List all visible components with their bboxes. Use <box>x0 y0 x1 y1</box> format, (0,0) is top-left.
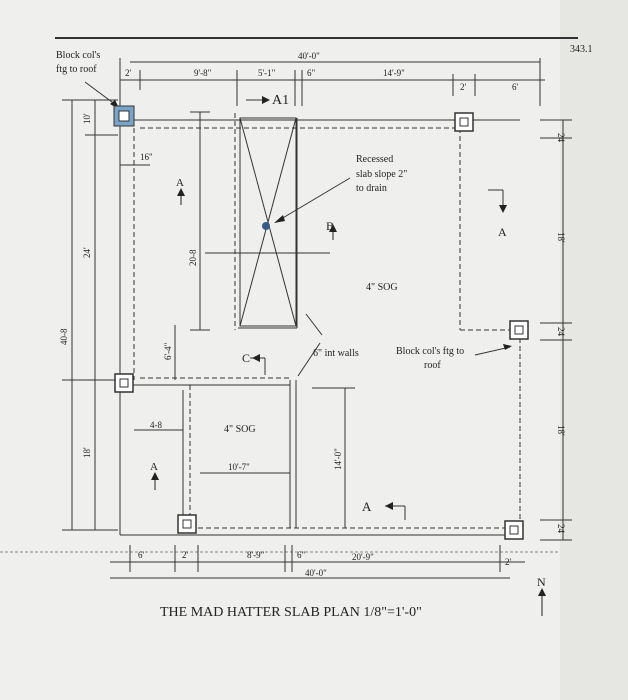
note-block-col-right-line1: Block col's ftg to <box>396 346 464 357</box>
dim-bottom-6: 6' <box>138 550 145 560</box>
dim-mid-6-4: 6'-4" <box>163 342 173 360</box>
block-column-bottom-right <box>504 520 524 540</box>
dim-bottom-8-9: 8'-9" <box>247 550 265 560</box>
note-int-walls: 6" int walls <box>313 348 359 359</box>
dim-right-18a: 18' <box>556 232 566 243</box>
note-sog-main: 4" SOG <box>366 282 398 293</box>
dim-mid-14-0: 14'-0" <box>333 448 343 470</box>
dim-right-2c: 24 <box>556 524 566 534</box>
dim-bottom-20-9: 20'-9" <box>352 552 374 562</box>
dim-top-6b: 6' <box>512 82 519 92</box>
note-recessed-line1: Recessed <box>356 154 393 165</box>
arrowhead-a-left-bottom <box>151 472 159 480</box>
dim-bottom-overall: 40'-0" <box>305 568 327 578</box>
section-mark-a1: A1 <box>272 93 289 108</box>
note-recessed-line3: to drain <box>356 183 387 194</box>
drawing-title: THE MAD HATTER SLAB PLAN 1/8"=1'-0" <box>160 605 422 620</box>
arrowhead-recessed <box>274 215 285 223</box>
dim-top-2b: 2' <box>460 82 467 92</box>
note-recessed-line2: slab slope 2" <box>356 169 407 180</box>
arrowhead-block-col-right <box>503 344 512 350</box>
arrowhead-north <box>538 588 546 596</box>
dim-mid-20-8: 20-8 <box>188 249 198 266</box>
section-mark-a-left-top: A <box>176 177 184 189</box>
section-mark-a-right: A <box>498 225 507 239</box>
section-mark-a-bottom: A <box>362 499 372 514</box>
dim-right-2-top: 24 <box>556 133 566 143</box>
section-mark-c: C <box>242 351 250 365</box>
dim-bottom-right-2: 2' <box>505 557 512 567</box>
dim-top-9-8: 9'-8" <box>194 68 212 78</box>
block-column-mid-left <box>114 373 134 393</box>
dim-top-2: 2' <box>125 68 132 78</box>
note-block-col-line2: ftg to roof <box>56 64 97 75</box>
leader-int-walls-2 <box>305 313 323 336</box>
dim-left-24: 24' <box>82 247 92 258</box>
arrowhead-a1 <box>262 96 270 104</box>
block-column-bottom-mid <box>177 514 197 534</box>
leader-recessed <box>275 177 351 223</box>
page-number: 343.1 <box>570 44 593 55</box>
block-column-top-left <box>113 105 135 127</box>
dim-right-18b: 18' <box>556 425 566 436</box>
dim-top-overall: 40'-0" <box>298 51 320 61</box>
arrowhead-b <box>329 224 337 232</box>
leader-int-walls <box>297 342 321 377</box>
dim-top-6: 6" <box>307 68 316 78</box>
block-column-mid-right <box>509 320 529 340</box>
arrowhead-a-right <box>499 205 507 213</box>
dim-top-5-1: 5'-1" <box>258 68 276 78</box>
paper-shade-right <box>560 0 628 700</box>
north-label: N <box>537 575 546 589</box>
dim-top-14-9: 14'-9" <box>383 68 405 78</box>
arrowhead-c <box>252 354 260 362</box>
dim-bottom-6in: 6" <box>297 550 306 560</box>
dim-col-16: 16" <box>140 152 153 162</box>
recessed-slab-area <box>239 117 297 327</box>
note-block-col-right-line2: roof <box>424 360 441 371</box>
recessed-cross-2 <box>239 117 297 327</box>
dim-mid-4-8: 4-8 <box>150 420 162 430</box>
dim-mid-10-7: 10'-7" <box>228 462 250 472</box>
floor-drain <box>262 222 270 230</box>
note-block-col-line1: Block col's <box>56 50 100 61</box>
section-mark-a-left-bottom: A <box>150 461 158 473</box>
section-mark-b: B <box>326 219 334 233</box>
dim-left-40-8: 40-8 <box>59 328 69 345</box>
arrowhead-a-left-top <box>177 188 185 196</box>
dim-bottom-2: 2' <box>182 550 189 560</box>
note-sog-lower: 4" SOG <box>224 424 256 435</box>
arrowhead-a-bottom <box>385 502 393 510</box>
leader-block-col-right <box>474 346 511 356</box>
dim-right-2b: 24 <box>556 327 566 337</box>
block-column-top-right <box>454 112 474 132</box>
dim-left-18: 18' <box>82 447 92 458</box>
dim-left-10: 10' <box>82 113 92 124</box>
